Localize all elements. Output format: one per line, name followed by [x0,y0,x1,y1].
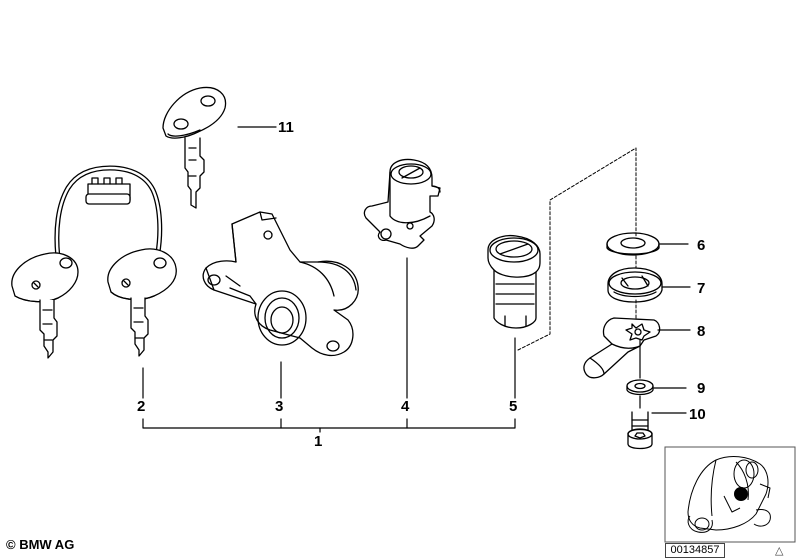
lock-housing-part-3 [202,211,359,357]
leader-lines [142,126,691,433]
locking-lever-part-8 [583,317,661,379]
part-label-10: 10 [689,406,706,423]
key-part-11 [162,86,227,209]
part-label-6: 6 [697,237,705,254]
part-label-9: 9 [697,380,705,397]
part-label-5: 5 [509,398,517,415]
screw-part-10 [627,411,653,450]
key-ring-part-2 [11,165,177,359]
part-label-4: 4 [401,398,410,415]
part-label-8: 8 [697,323,705,340]
scooter-thumbnail [664,446,796,543]
washer-part-6 [606,232,660,256]
part-label-2: 2 [137,398,145,415]
diagram-id: 00134857 [665,543,725,558]
part-label-1: 1 [314,433,322,450]
assembly-dash-line [517,147,637,351]
copyright-text: © BMW AG [6,537,75,552]
part-label-3: 3 [275,398,283,415]
lock-cylinder-part-4 [363,158,441,249]
part-label-11: 11 [278,119,294,136]
part-label-7: 7 [697,280,705,297]
warning-triangle-icon: △ [775,544,784,557]
lock-cylinder-part-5 [487,234,541,329]
small-washer-part-9 [626,379,654,396]
nut-part-7 [607,267,663,303]
